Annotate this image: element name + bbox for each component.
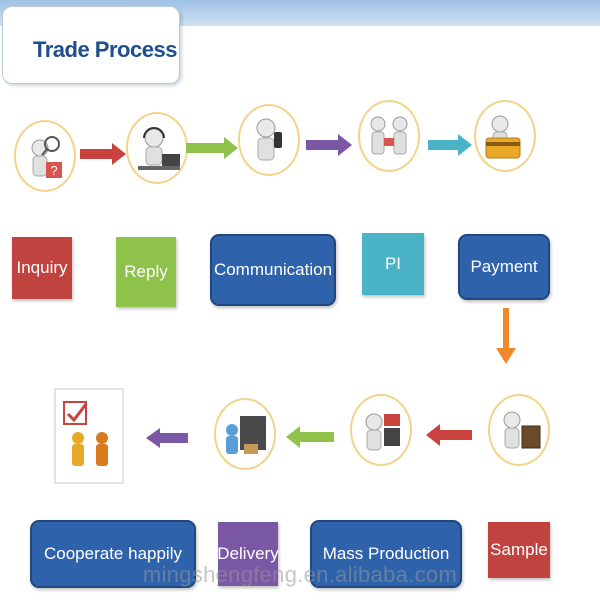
svg-text:?: ? xyxy=(50,163,57,178)
watermark: mingshengfeng.en.alibaba.com xyxy=(142,562,458,587)
pi-label: PI xyxy=(384,254,402,273)
arrow-right-icon xyxy=(186,137,238,164)
arrow-right-icon xyxy=(80,143,126,170)
pi-step: PI xyxy=(362,233,424,295)
arrow-right-icon xyxy=(428,134,472,161)
sample-label: Sample xyxy=(490,540,548,559)
cooperate-happily-label: Cooperate happily xyxy=(44,544,182,563)
mass-production-step: Mass Production xyxy=(310,520,462,588)
reply-step: Reply xyxy=(116,237,176,307)
title-box: Trade Process xyxy=(2,6,180,84)
delivery-icon xyxy=(214,398,276,470)
payment-step: Payment xyxy=(458,234,550,300)
inquiry-label: Inquiry xyxy=(16,258,68,277)
page-title: Trade Process xyxy=(33,37,177,62)
magnifier-question-icon: ? xyxy=(14,120,76,192)
arrow-left-icon xyxy=(426,424,472,451)
production-icon xyxy=(350,394,412,466)
delivery-step: Delivery xyxy=(217,522,279,586)
communication-label: Communication xyxy=(213,260,333,279)
payment-label: Payment xyxy=(470,257,538,276)
headset-operator-icon xyxy=(126,112,188,184)
delivery-label: Delivery xyxy=(217,544,279,563)
reply-label: Reply xyxy=(124,262,168,281)
arrow-right-icon xyxy=(306,134,352,161)
phone-call-icon xyxy=(238,104,300,176)
cooperate-happily-step: Cooperate happily xyxy=(30,520,196,588)
inquiry-step: Inquiry xyxy=(12,237,72,299)
communication-step: Communication xyxy=(210,234,336,306)
sample-icon xyxy=(488,394,550,466)
mass-production-label: Mass Production xyxy=(322,544,450,563)
handshake-document-icon xyxy=(358,100,420,172)
arrow-down-icon xyxy=(496,308,516,369)
arrow-left-icon xyxy=(146,428,188,453)
arrow-left-icon xyxy=(286,426,334,453)
sample-step: Sample xyxy=(488,522,550,578)
handshake-check-icon xyxy=(54,388,124,484)
credit-card-icon xyxy=(474,100,536,172)
